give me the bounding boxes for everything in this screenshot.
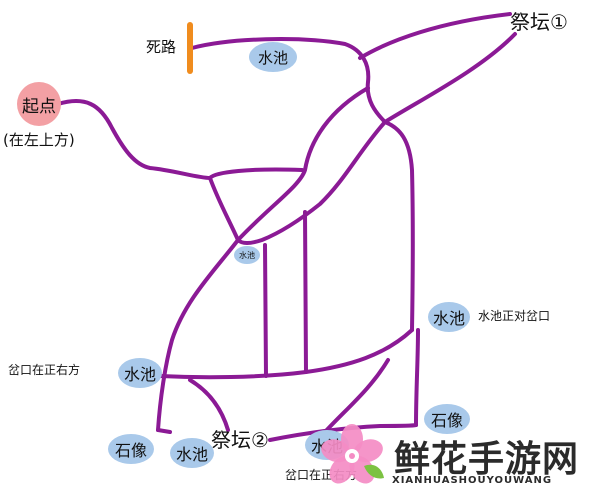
statue-bottom-left: 石像 xyxy=(108,434,154,464)
pool-small: 水池 xyxy=(234,246,260,264)
altar2-label: 祭坛② xyxy=(211,428,269,452)
pool-top: 水池 xyxy=(249,42,297,72)
pool-bottom-left-label: 水池 xyxy=(175,445,208,464)
pool-bottom-left: 水池 xyxy=(170,438,214,468)
route-right-v xyxy=(383,120,415,332)
route-mid-loop xyxy=(208,167,304,242)
pool-right-label: 水池 xyxy=(432,309,465,328)
statue-bottom-left-label: 石像 xyxy=(114,441,147,460)
route-bottom-diagonal xyxy=(323,358,390,434)
route-center-v2 xyxy=(303,210,308,374)
pool-small-label: 水池 xyxy=(239,250,255,260)
route-dead-end-path xyxy=(190,37,387,124)
route-left-down xyxy=(156,238,240,432)
route-fork-left-horizontal xyxy=(158,328,414,380)
pool-left-label: 水池 xyxy=(123,365,156,384)
route-center-v1 xyxy=(263,243,268,378)
statue-right-label: 石像 xyxy=(430,411,463,430)
watermark-title: 鲜花手游网 xyxy=(394,439,580,480)
route-start-path xyxy=(56,99,212,180)
pool-left: 水池 xyxy=(118,358,162,388)
route-paths xyxy=(56,12,517,442)
route-right-v-low xyxy=(414,328,420,427)
dead-end-label: 死路 xyxy=(146,38,177,56)
route-upper-diag-right xyxy=(236,120,387,245)
dead-end-marker xyxy=(187,22,193,74)
fork-left-note: 岔口在正右方 xyxy=(8,363,81,377)
flower-logo-icon xyxy=(321,424,384,484)
route-to-altar2 xyxy=(188,378,230,432)
start-point: 起点 xyxy=(17,82,61,126)
route-altar1-lower-path xyxy=(383,32,517,124)
watermark-subtitle: XIANHUASHOUYOUWANG xyxy=(392,475,553,486)
altar1-label: 祭坛① xyxy=(510,10,568,34)
route-upper-diag-left xyxy=(236,86,370,242)
route-altar1-path xyxy=(358,12,512,60)
pool-right: 水池 xyxy=(428,302,470,332)
watermark: 鲜花手游网 XIANHUASHOUYOUWANG xyxy=(318,420,599,497)
statue-right: 石像 xyxy=(424,404,470,434)
pool-top-label: 水池 xyxy=(257,48,288,67)
start-note: (在左上方) xyxy=(3,131,75,149)
pool-right-note: 水池正对岔口 xyxy=(478,309,551,323)
route-bottom-horizontal xyxy=(156,423,418,442)
start-label: 起点 xyxy=(22,96,56,117)
